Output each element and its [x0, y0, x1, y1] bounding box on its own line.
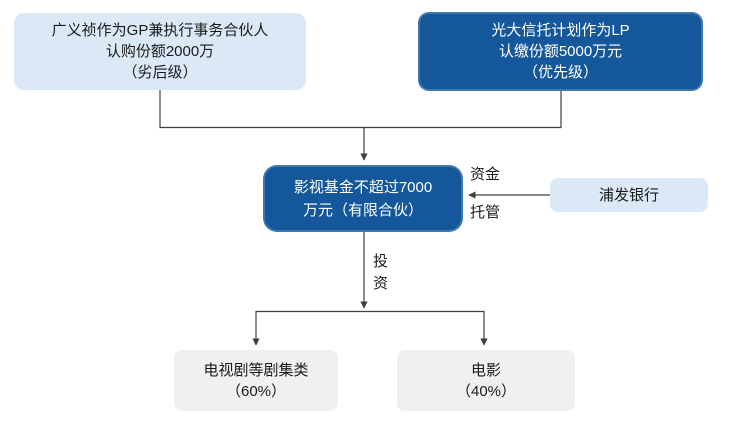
node-movie-line-1: 电影 [470, 361, 501, 379]
node-tv-series: 电视剧等剧集类 （60%） [174, 350, 338, 411]
node-movie: 电影 （40%） [397, 350, 575, 411]
edge-label-investment: 投资 [373, 253, 389, 292]
node-bank: 浦发银行 [550, 178, 708, 212]
node-lp-trust: 光大信托计划作为LP 认缴份额5000万元 （优先级） [418, 12, 703, 91]
edge-partners-join [159, 90, 562, 129]
node-tv-line-2: （60%） [225, 382, 287, 400]
node-movie-line-2: （40%） [455, 382, 517, 400]
node-film-fund: 影视基金不超过7000 万元（有限合伙） [263, 165, 463, 232]
node-lp-line-1: 光大信托计划作为LP [491, 22, 630, 39]
edge-label-custody: 托管 [470, 204, 501, 221]
node-bank-label: 浦发银行 [598, 186, 659, 204]
node-gp-line-1: 广义祯作为GP兼执行事务合伙人 [51, 22, 269, 39]
node-gp-line-2: 认购份额2000万 [105, 43, 215, 60]
node-gp-partner: 广义祯作为GP兼执行事务合伙人 认购份额2000万 （劣后级） [14, 13, 306, 90]
node-fund-line-1: 影视基金不超过7000 [293, 178, 433, 196]
node-lp-line-2: 认缴份额5000万元 [498, 43, 623, 60]
edge-label-funds: 资金 [470, 166, 501, 183]
node-tv-line-1: 电视剧等剧集类 [203, 361, 309, 379]
node-gp-line-3: （劣后级） [122, 64, 198, 81]
node-lp-line-3: （优先级） [522, 64, 598, 81]
node-fund-line-2: 万元（有限合伙） [302, 201, 423, 219]
